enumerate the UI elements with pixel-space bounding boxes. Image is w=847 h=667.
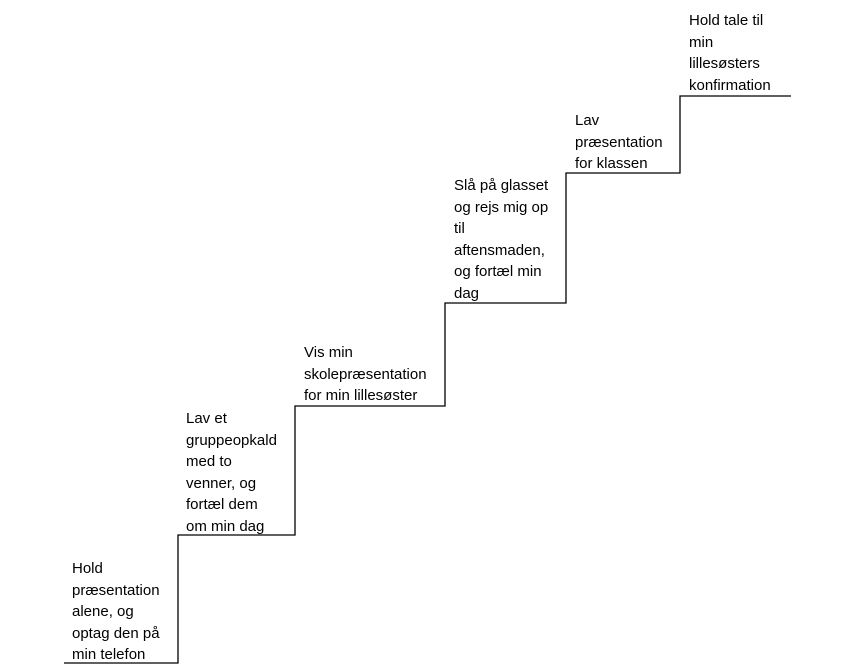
staircase-line bbox=[64, 95, 791, 664]
step-2-line: gruppeopkald bbox=[186, 431, 277, 449]
step-6-line: lillesøsters bbox=[689, 55, 760, 72]
step-3-line: skolepræsentation bbox=[304, 365, 427, 383]
step-2-label: Lav et gruppeopkald med to venner, og fo… bbox=[186, 408, 277, 537]
step-6-line: Hold tale til bbox=[689, 12, 764, 29]
step-1-line: min telefon bbox=[72, 646, 146, 663]
step-5-line: for klassen bbox=[575, 155, 648, 172]
step-2-line: om min dag bbox=[186, 517, 265, 535]
step-1-line: præsentation bbox=[72, 581, 160, 599]
step-4-line: og fortæl min bbox=[454, 263, 542, 280]
step-2-line: fortæl dem bbox=[186, 496, 258, 513]
step-1-line: optag den på bbox=[72, 624, 160, 642]
step-1-line: alene, og bbox=[72, 603, 134, 620]
step-6-label: Hold tale til min lillesøsters konfirmat… bbox=[689, 10, 771, 96]
step-4-line: og rejs mig op bbox=[454, 198, 549, 216]
step-5-line: Lav bbox=[575, 112, 600, 129]
step-4-line: Slå på glasset bbox=[454, 177, 549, 194]
step-2-line: med to bbox=[186, 453, 232, 470]
step-1-line: Hold bbox=[72, 560, 103, 577]
step-2-line: venner, og bbox=[186, 474, 257, 492]
step-5-line: præsentation bbox=[575, 133, 663, 151]
step-3-line: Vis min bbox=[304, 344, 353, 361]
step-6-line: min bbox=[689, 33, 714, 51]
step-4-label: Slå på glasset og rejs mig op til aftens… bbox=[454, 175, 548, 304]
step-1-label: Hold præsentation alene, og optag den på… bbox=[72, 558, 160, 666]
step-3-label: Vis min skolepræsentation for min lilles… bbox=[304, 342, 427, 407]
step-6-line: konfirmation bbox=[689, 76, 771, 94]
step-2-line: Lav et bbox=[186, 410, 227, 427]
step-4-line: dag bbox=[454, 284, 480, 302]
step-4-line: til bbox=[454, 220, 465, 237]
step-5-label: Lav præsentation for klassen bbox=[575, 110, 663, 175]
step-3-line: for min lillesøster bbox=[304, 387, 418, 404]
step-4-line: aftensmaden, bbox=[454, 241, 545, 259]
